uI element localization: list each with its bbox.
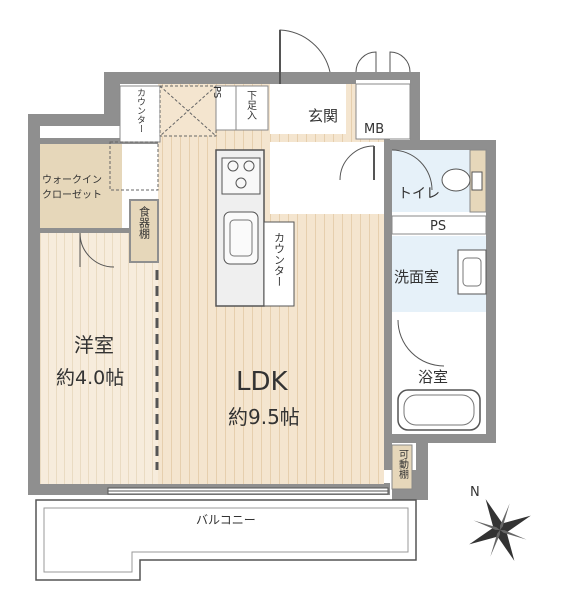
toilet-icon: [441, 168, 471, 192]
counter-kitchen-label: カウンター: [273, 232, 286, 287]
western-room-floor: [40, 232, 158, 484]
ldk-name: LDK: [236, 367, 289, 397]
toilet-door: [391, 149, 433, 191]
ps-mid-label: PS: [430, 219, 446, 234]
movable-shelf-label: 可動棚: [397, 449, 409, 480]
compass-rose-icon: [469, 499, 531, 561]
stove-icon: [221, 157, 261, 195]
pantry: [129, 199, 159, 263]
washbasin-icon: [457, 249, 487, 295]
mb-label: MB: [364, 122, 384, 137]
washroom-label: 洗面室: [394, 268, 439, 286]
north-label: N: [470, 485, 480, 500]
hall-floor: [270, 142, 384, 214]
hall-door: [339, 145, 375, 181]
ps-mid-box: [391, 215, 487, 235]
sink-icon: [223, 211, 259, 265]
bathtub-icon: [397, 389, 481, 431]
entrance-floor: [270, 84, 346, 134]
walk-in-closet-label-2: クローゼット: [42, 189, 102, 201]
entrance-door: [279, 29, 331, 84]
mb-box: [355, 83, 411, 140]
western-room-name: 洋室: [74, 333, 114, 357]
entrance-label: 玄関: [308, 107, 338, 125]
ldk-size: 約9.5帖: [228, 405, 300, 429]
bathroom-label: 浴室: [418, 368, 448, 386]
bar-counter: [263, 221, 295, 307]
balcony: [35, 499, 417, 581]
bathroom-door: [397, 319, 445, 367]
ps-top-label: PS: [211, 86, 222, 98]
western-room-size: 約4.0帖: [56, 367, 124, 389]
movable-shelf: [391, 444, 413, 490]
pantry-label: 食器棚: [138, 205, 151, 240]
shoe-storage-box: [235, 85, 269, 131]
storage-dashed: [109, 141, 159, 191]
shoe-storage-label: 下足入: [245, 90, 257, 120]
balcony-label: バルコニー: [196, 513, 256, 527]
walk-in-closet-floor: [40, 144, 122, 232]
walk-in-closet-label-1: ウォークイン: [42, 174, 102, 186]
western-door: [79, 232, 115, 268]
mb-door: [355, 51, 377, 73]
toilet-label: トイレ: [398, 186, 440, 202]
counter-top-label: カウンター: [135, 88, 146, 133]
